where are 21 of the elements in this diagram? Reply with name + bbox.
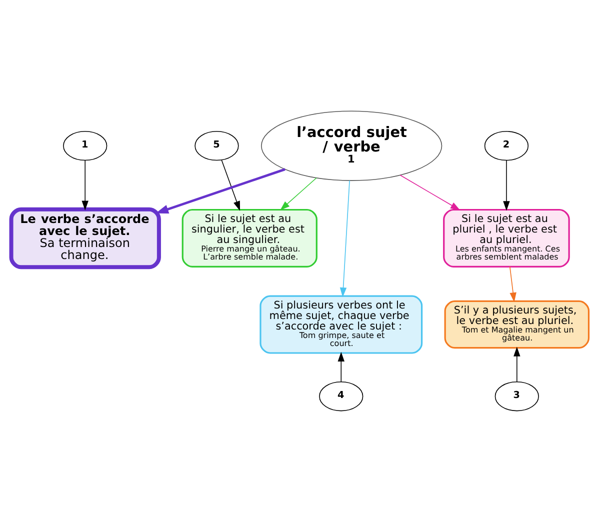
node-ellipse: 4 bbox=[319, 381, 364, 411]
node-box: Si le sujet est au pluriel , le verbe est au pluriel. Les enfants mangent. Ces arbres semblent malades bbox=[443, 208, 570, 268]
node-box: Si plusieurs verbes ont le même sujet, chaque verbe s’accorde avec le sujet : Tom grimpe, saute et court. bbox=[260, 294, 423, 354]
node-ellipse: 5 bbox=[194, 130, 239, 160]
node-ellipse: l’accord sujet / verbe 1 bbox=[260, 110, 442, 180]
arrow bbox=[503, 160, 510, 210]
arrow bbox=[514, 346, 520, 382]
node-box: Si le sujet est au singulier, le verbe est au singulier. Pierre mange un gâteau. L’arbre semble malade. bbox=[182, 208, 318, 268]
arrow bbox=[82, 160, 88, 210]
node-ellipse: 3 bbox=[494, 381, 539, 411]
arrow bbox=[280, 176, 317, 210]
node-ellipse: 1 bbox=[63, 130, 108, 160]
arrow bbox=[400, 174, 460, 210]
arrow bbox=[338, 351, 344, 382]
arrow bbox=[221, 159, 240, 210]
node-ellipse: 2 bbox=[484, 130, 529, 160]
arrow bbox=[340, 180, 350, 297]
node-box: S’il y a plusieurs sujets, le verbe est au pluriel. Tom et Magalie mangent un gâteau. bbox=[444, 300, 590, 348]
node-box: Le verbe s’accorde avec le sujet. Sa terminaison change. bbox=[9, 206, 161, 269]
arrow bbox=[509, 266, 516, 302]
arrow bbox=[156, 168, 286, 214]
